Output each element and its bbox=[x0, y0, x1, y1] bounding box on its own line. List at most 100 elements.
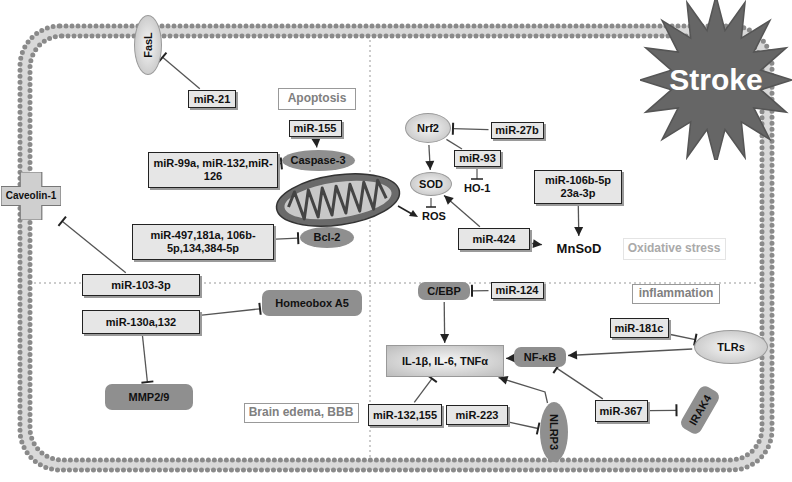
node-text: miR-367 bbox=[600, 405, 643, 418]
node-text: MnSoD bbox=[557, 242, 602, 257]
arrow-head bbox=[425, 161, 434, 170]
mirna-box: miR-124 bbox=[491, 282, 544, 299]
node-text: miR-93 bbox=[459, 152, 496, 165]
mirna-box: miR-181c bbox=[610, 318, 669, 338]
section-label: inflammation bbox=[632, 284, 720, 304]
mirna-box: miR-223 bbox=[446, 405, 508, 425]
mirna-box: miR-155 bbox=[289, 120, 342, 137]
node-text: MMP2/9 bbox=[129, 391, 170, 404]
connector bbox=[671, 335, 696, 340]
arrow-head bbox=[440, 334, 449, 343]
inhibit-bar bbox=[58, 217, 66, 226]
section-label: Oxidative stress bbox=[623, 238, 726, 260]
connector bbox=[414, 379, 432, 403]
protein-ellipse: SOD bbox=[410, 172, 452, 196]
node-text: IL-1β, IL-6, TNFα bbox=[402, 355, 488, 368]
mirna-box: miR-103-3p bbox=[82, 274, 200, 296]
node-text: C/EBP bbox=[427, 285, 461, 298]
node-text: miR-124 bbox=[496, 284, 539, 297]
protein-box: C/EBP bbox=[418, 282, 470, 300]
inflammasome-shape: NLRP3 bbox=[540, 402, 568, 462]
protein-ellipse: Bcl-2 bbox=[300, 227, 354, 248]
arrow-head bbox=[444, 195, 454, 204]
section-label: Apoptosis bbox=[278, 88, 356, 110]
node-text: TLRs bbox=[717, 341, 745, 354]
inhibit-bar bbox=[675, 404, 677, 416]
inhibit-bar bbox=[452, 123, 454, 135]
mirna-box: miR-132,155 bbox=[368, 404, 442, 426]
protein-box: NF-κB bbox=[514, 347, 566, 367]
connector bbox=[510, 422, 538, 428]
node-text: miR-424 bbox=[473, 233, 516, 246]
sod-ros-inhibit bbox=[430, 198, 431, 207]
divider bbox=[370, 40, 371, 458]
protein-box: Homeobox A5 bbox=[262, 290, 362, 316]
connector bbox=[143, 336, 148, 382]
mirna-box: miR-367 bbox=[595, 400, 648, 422]
node-text: NF-κB bbox=[524, 351, 556, 364]
mirna-box: miR-424 bbox=[458, 228, 530, 250]
inhibit-bar bbox=[297, 232, 299, 244]
arrow-head bbox=[533, 239, 542, 248]
node-text: miR-155 bbox=[294, 122, 337, 135]
inhibit-bar bbox=[471, 285, 473, 297]
node-text: Homeobox A5 bbox=[275, 297, 349, 310]
mito-ros-arrow bbox=[398, 206, 412, 214]
node-text: miR-497,181a, 106b-5p,134,384-5p bbox=[133, 229, 273, 254]
inhibit-bar bbox=[426, 206, 436, 208]
mirna-box: miR-106b-5p 23a-3p bbox=[534, 170, 622, 204]
mirna-box: miR-21 bbox=[188, 90, 236, 108]
node-text: miR-181c bbox=[615, 322, 664, 335]
membrane-inner bbox=[30, 36, 762, 460]
node-text: Oxidative stress bbox=[628, 242, 721, 256]
node-text: SOD bbox=[419, 178, 443, 191]
mirna-box: miR-497,181a, 106b-5p,134,384-5p bbox=[132, 224, 274, 260]
node-text: Nrf2 bbox=[417, 122, 439, 135]
protein-box: MMP2/9 bbox=[105, 384, 193, 410]
mitochondrion bbox=[273, 167, 403, 234]
reactive-species-label: ROS bbox=[422, 210, 446, 222]
node-text: miR-103-3p bbox=[111, 279, 170, 292]
mirna-box: miR-130a,132 bbox=[82, 310, 200, 334]
inhibit-bar bbox=[141, 381, 153, 382]
node-text: inflammation bbox=[639, 287, 714, 301]
node-text: Brain edema, BBB bbox=[249, 406, 354, 420]
receptor-ellipse: TLRs bbox=[694, 330, 768, 364]
node-text: FasL bbox=[142, 32, 155, 58]
connector bbox=[276, 238, 298, 240]
connector bbox=[62, 221, 126, 272]
stroke-starburst: Stroke bbox=[640, 0, 792, 160]
node-text: NLRP3 bbox=[548, 414, 561, 450]
arrow-head bbox=[568, 351, 577, 360]
mirna-box: miR-93 bbox=[454, 150, 501, 167]
section-label: Brain edema, BBB bbox=[244, 403, 359, 423]
membrane-protein: Caveolin-1 bbox=[1, 172, 61, 220]
connector bbox=[453, 129, 489, 130]
membrane-band bbox=[20, 26, 772, 470]
arrow-head bbox=[311, 138, 320, 147]
node-text: miR-130a,132 bbox=[106, 316, 176, 329]
connector bbox=[202, 309, 260, 315]
membrane-outer bbox=[20, 26, 772, 470]
node-text: miR-27b bbox=[495, 124, 538, 137]
node-text: Apoptosis bbox=[288, 92, 347, 106]
protein-label: MnSoD bbox=[544, 238, 614, 260]
node-text: miR-99a, miR-132,miR-126 bbox=[149, 157, 277, 182]
node-text: miR-132,155 bbox=[373, 409, 437, 422]
node-text: Caspase-3 bbox=[290, 154, 345, 167]
node-text: miR-106b-5p 23a-3p bbox=[535, 174, 621, 199]
connector bbox=[444, 195, 480, 226]
mir93-ho1-inhibit bbox=[476, 168, 477, 179]
protein-ellipse: Nrf2 bbox=[405, 113, 451, 143]
inhibit-bar bbox=[471, 178, 483, 180]
connector bbox=[557, 368, 603, 399]
mirna-box: miR-99a, miR-132,miR-126 bbox=[148, 152, 278, 188]
arrow-head bbox=[574, 227, 583, 236]
arrow-head bbox=[409, 210, 418, 217]
inhibit-bar bbox=[259, 303, 260, 315]
connector bbox=[163, 57, 200, 88]
node-text: miR-223 bbox=[456, 409, 499, 422]
connector bbox=[472, 290, 489, 291]
target-label: HO-1 bbox=[464, 182, 490, 194]
connector bbox=[446, 139, 462, 149]
